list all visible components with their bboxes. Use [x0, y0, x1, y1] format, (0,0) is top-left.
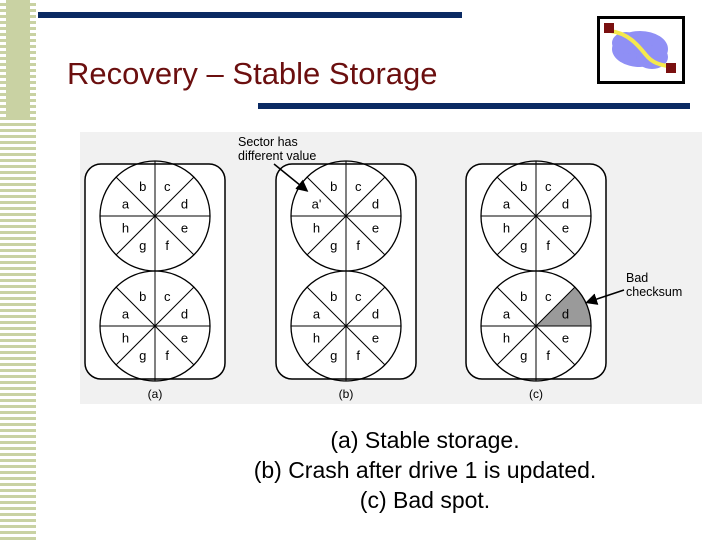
sector-label: g: [330, 348, 337, 363]
sector-annotation-line-2: different value: [238, 149, 316, 163]
sector-label: a': [312, 196, 322, 211]
panel-label: (a): [148, 387, 163, 401]
sector-annotation-line-1: Sector has: [238, 135, 298, 149]
sector-label: a: [122, 196, 130, 211]
sector-label: f: [165, 238, 169, 253]
sector-label: d: [181, 306, 188, 321]
sector-label: c: [164, 179, 171, 194]
sector-label: f: [546, 238, 550, 253]
sector-label: g: [520, 348, 527, 363]
sector-label: g: [139, 238, 146, 253]
sector-label: f: [546, 348, 550, 363]
caption-line-a: (a) Stable storage.: [330, 427, 520, 453]
sector-label: h: [503, 221, 510, 236]
slide-caption: (a) Stable storage. (b) Crash after driv…: [190, 425, 660, 515]
sector-label: b: [139, 179, 146, 194]
sector-label: f: [356, 348, 360, 363]
sector-label: b: [330, 179, 337, 194]
sector-label: h: [122, 331, 129, 346]
network-cloud-icon: [597, 16, 685, 84]
sector-label: c: [355, 289, 362, 304]
sector-divider: [306, 176, 386, 256]
sector-label: d: [562, 306, 569, 321]
sector-label: b: [520, 179, 527, 194]
sector-label: e: [181, 331, 188, 346]
sector-label: e: [181, 221, 188, 236]
sector-divider: [496, 286, 576, 366]
panel-label: (c): [529, 387, 543, 401]
sector-label: d: [372, 196, 379, 211]
panel-label: (b): [339, 387, 354, 401]
sector-label: b: [139, 289, 146, 304]
sector-divider: [496, 176, 576, 256]
slide-title: Recovery – Stable Storage: [67, 56, 438, 91]
sector-label: c: [545, 289, 552, 304]
side-stripes-decoration: [0, 0, 36, 540]
sector-label: a: [313, 306, 321, 321]
sector-label: g: [330, 238, 337, 253]
sector-label: g: [520, 238, 527, 253]
sector-divider: [115, 286, 195, 366]
sector-label: c: [545, 179, 552, 194]
sector-label: d: [562, 196, 569, 211]
sector-label: f: [165, 348, 169, 363]
sector-label: d: [372, 306, 379, 321]
sector-label: b: [520, 289, 527, 304]
sector-label: c: [164, 289, 171, 304]
checksum-annotation-arrow: [585, 289, 625, 305]
sector-label: a: [122, 306, 130, 321]
sector-label: a: [503, 196, 511, 211]
sector-label: b: [330, 289, 337, 304]
sector-label: h: [122, 221, 129, 236]
sector-divider: [306, 286, 386, 366]
sector-label: e: [372, 221, 379, 236]
sector-label: g: [139, 348, 146, 363]
checksum-annotation-line-1: Bad: [626, 271, 648, 285]
sector-label: d: [181, 196, 188, 211]
title-rule: [258, 103, 690, 109]
sector-label: h: [313, 331, 320, 346]
sector-label: h: [503, 331, 510, 346]
sector-label: e: [372, 331, 379, 346]
sector-label: a: [503, 306, 511, 321]
bad-sector-fill: [536, 287, 591, 326]
checksum-annotation-line-2: checksum: [626, 285, 682, 299]
sector-label: e: [562, 331, 569, 346]
sector-label: h: [313, 221, 320, 236]
sector-label: e: [562, 221, 569, 236]
caption-line-b: (b) Crash after drive 1 is updated.: [253, 457, 597, 483]
caption-line-c: (c) Bad spot.: [359, 487, 491, 513]
sector-label: f: [356, 238, 360, 253]
sector-divider: [115, 176, 195, 256]
top-bar: [38, 12, 462, 18]
sector-label: c: [355, 179, 362, 194]
sector-annotation-arrow: [273, 163, 309, 192]
